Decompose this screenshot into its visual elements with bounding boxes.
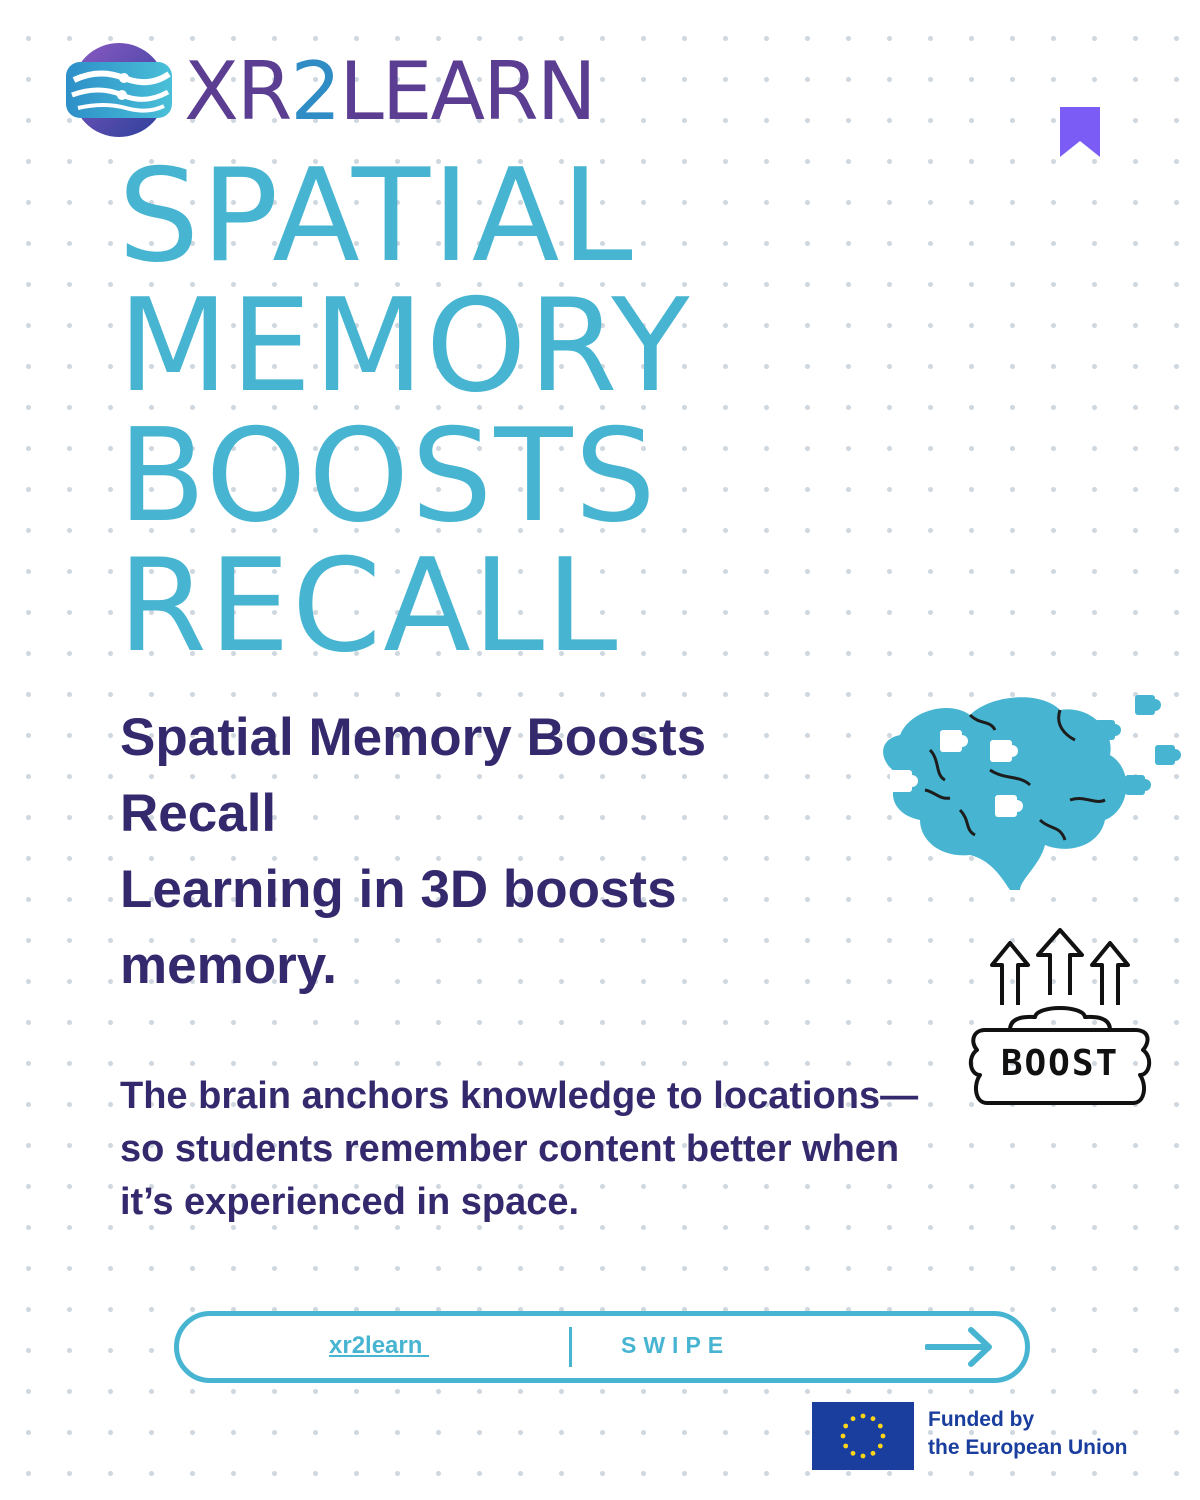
swipe-label: SWIPE [621,1332,731,1358]
swipe-divider [569,1327,572,1367]
page-title: SPATIAL MEMORY BOOSTS RECALL [118,152,878,672]
logo-wordmark: XR2LEARN [184,45,597,138]
headline-line-3: BOOSTS [118,402,658,551]
headline-line-4: RECALL [118,532,620,681]
body-text: The brain anchors knowledge to locations… [120,1075,919,1223]
boost-label: BOOST [1000,1043,1120,1084]
eu-flag-icon [812,1402,914,1470]
swipe-bar[interactable]: xr2learn SWIPE [174,1311,1030,1383]
xr2learn-logo-icon [66,43,172,137]
subheading-line-2: Recall [120,784,277,843]
subheading: Spatial Memory Boosts Recall Learning in… [120,700,840,1004]
boost-badge: BOOST [955,925,1165,1110]
eu-funding-text: Funded by the European Union [928,1406,1128,1462]
headline-line-1: SPATIAL [118,142,635,291]
subheading-line-1: Spatial Memory Boosts [120,708,707,767]
eu-funding-line-1: Funded by [928,1408,1035,1431]
headline-line-2: MEMORY [118,272,692,421]
arrow-right-icon[interactable] [925,1326,995,1368]
xr2learn-link[interactable]: xr2learn [329,1332,430,1359]
eu-funding-line-2: the European Union [928,1436,1128,1459]
subheading-line-4: memory. [120,936,337,995]
brain-puzzle-icon [883,695,1181,890]
boost-arrows-icon [968,928,1152,1105]
subheading-line-3: Learning in 3D boosts [120,860,677,919]
bookmark-icon[interactable] [1060,107,1100,157]
